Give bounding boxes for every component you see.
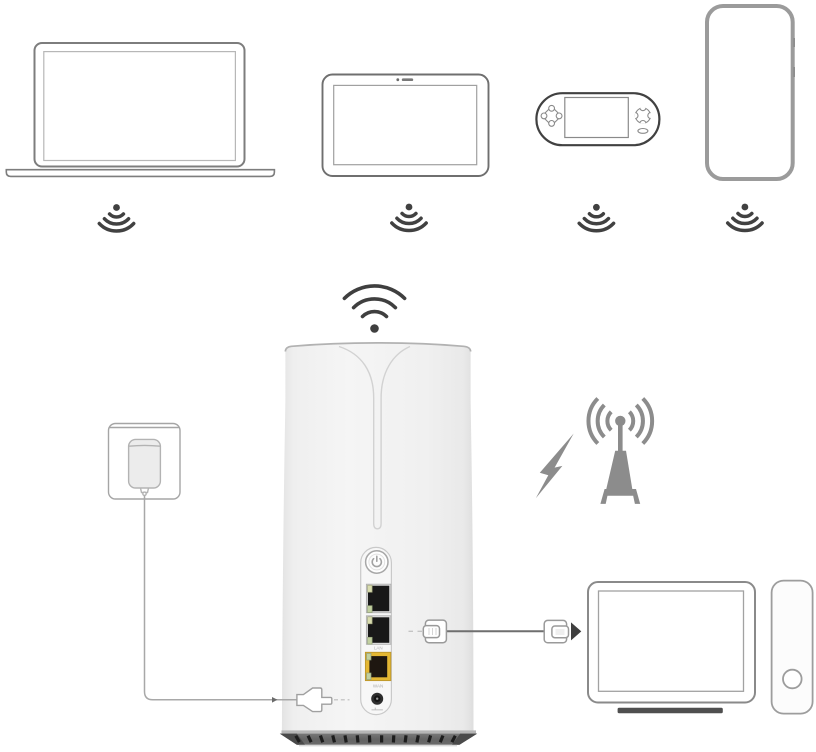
svg-text:WAN: WAN — [373, 684, 383, 689]
svg-text:LAN: LAN — [374, 646, 383, 651]
